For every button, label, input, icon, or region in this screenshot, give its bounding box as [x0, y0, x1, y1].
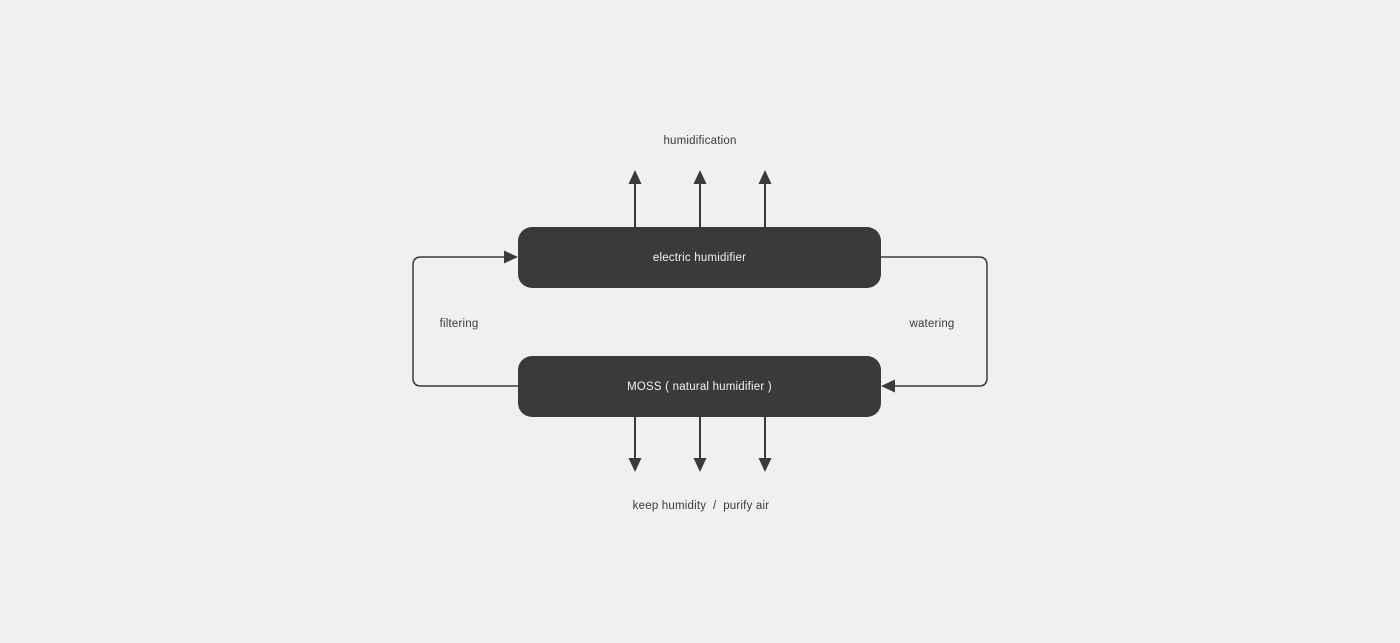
connector-filtering-arrowhead: [504, 250, 518, 264]
down-arrow-head-3: [758, 458, 772, 472]
down-arrow-head-1: [628, 458, 642, 472]
node-moss-humidifier-label: MOSS ( natural humidifier ): [627, 380, 772, 393]
up-arrow-head-3: [758, 170, 772, 184]
connector-filtering: [412, 256, 518, 387]
node-moss-humidifier: MOSS ( natural humidifier ): [518, 356, 881, 417]
connector-watering: [881, 256, 988, 387]
node-electric-humidifier-label: electric humidifier: [652, 251, 747, 264]
down-arrow-head-2: [693, 458, 707, 472]
connector-watering-arrowhead: [881, 379, 895, 393]
label-watering: watering: [909, 318, 955, 330]
up-arrow-head-1: [628, 170, 642, 184]
label-humidification: humidification: [663, 135, 737, 147]
label-keep-humidity-purify-air: keep humidity / purify air: [632, 500, 770, 512]
node-electric-humidifier: electric humidifier: [518, 227, 881, 288]
up-arrow-head-2: [693, 170, 707, 184]
label-filtering: filtering: [439, 318, 479, 330]
